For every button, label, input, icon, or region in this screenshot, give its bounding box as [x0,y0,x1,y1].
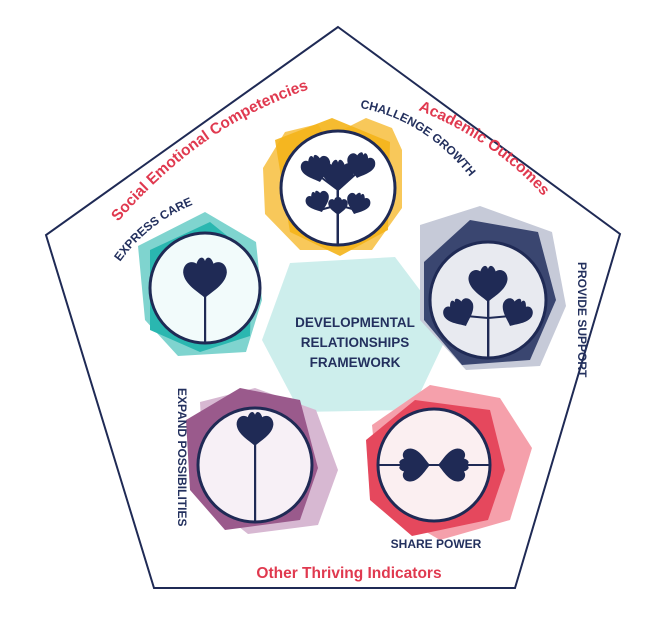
label-expand-possibilities: EXPAND POSSIBILITIES [175,388,189,526]
element-share-power [366,385,532,540]
label-share-power: SHARE POWER [391,537,482,551]
element-challenge-growth [263,118,402,256]
single-ginkgo-leaf-icon [183,257,227,342]
ginkgo-tree-three-leaves-icon [439,265,537,357]
center-hexagon [262,257,450,412]
ginkgo-tree-many-leaves-icon [298,149,378,244]
two-ginkgo-leaves-icon [378,448,490,482]
element-express-care [138,212,262,356]
element-provide-support [420,206,566,370]
label-provide-support: PROVIDE SUPPORT [575,262,589,378]
outcome-label-other-thriving: Other Thriving Indicators [256,565,441,582]
center-title-line-2: RELATIONSHIPS [301,335,410,350]
single-ginkgo-leaf-icon [236,411,274,522]
center-title-line-1: DEVELOPMENTAL [295,315,415,330]
center-title-line-3: FRAMEWORK [310,355,401,370]
element-expand-possibilities [186,388,338,534]
